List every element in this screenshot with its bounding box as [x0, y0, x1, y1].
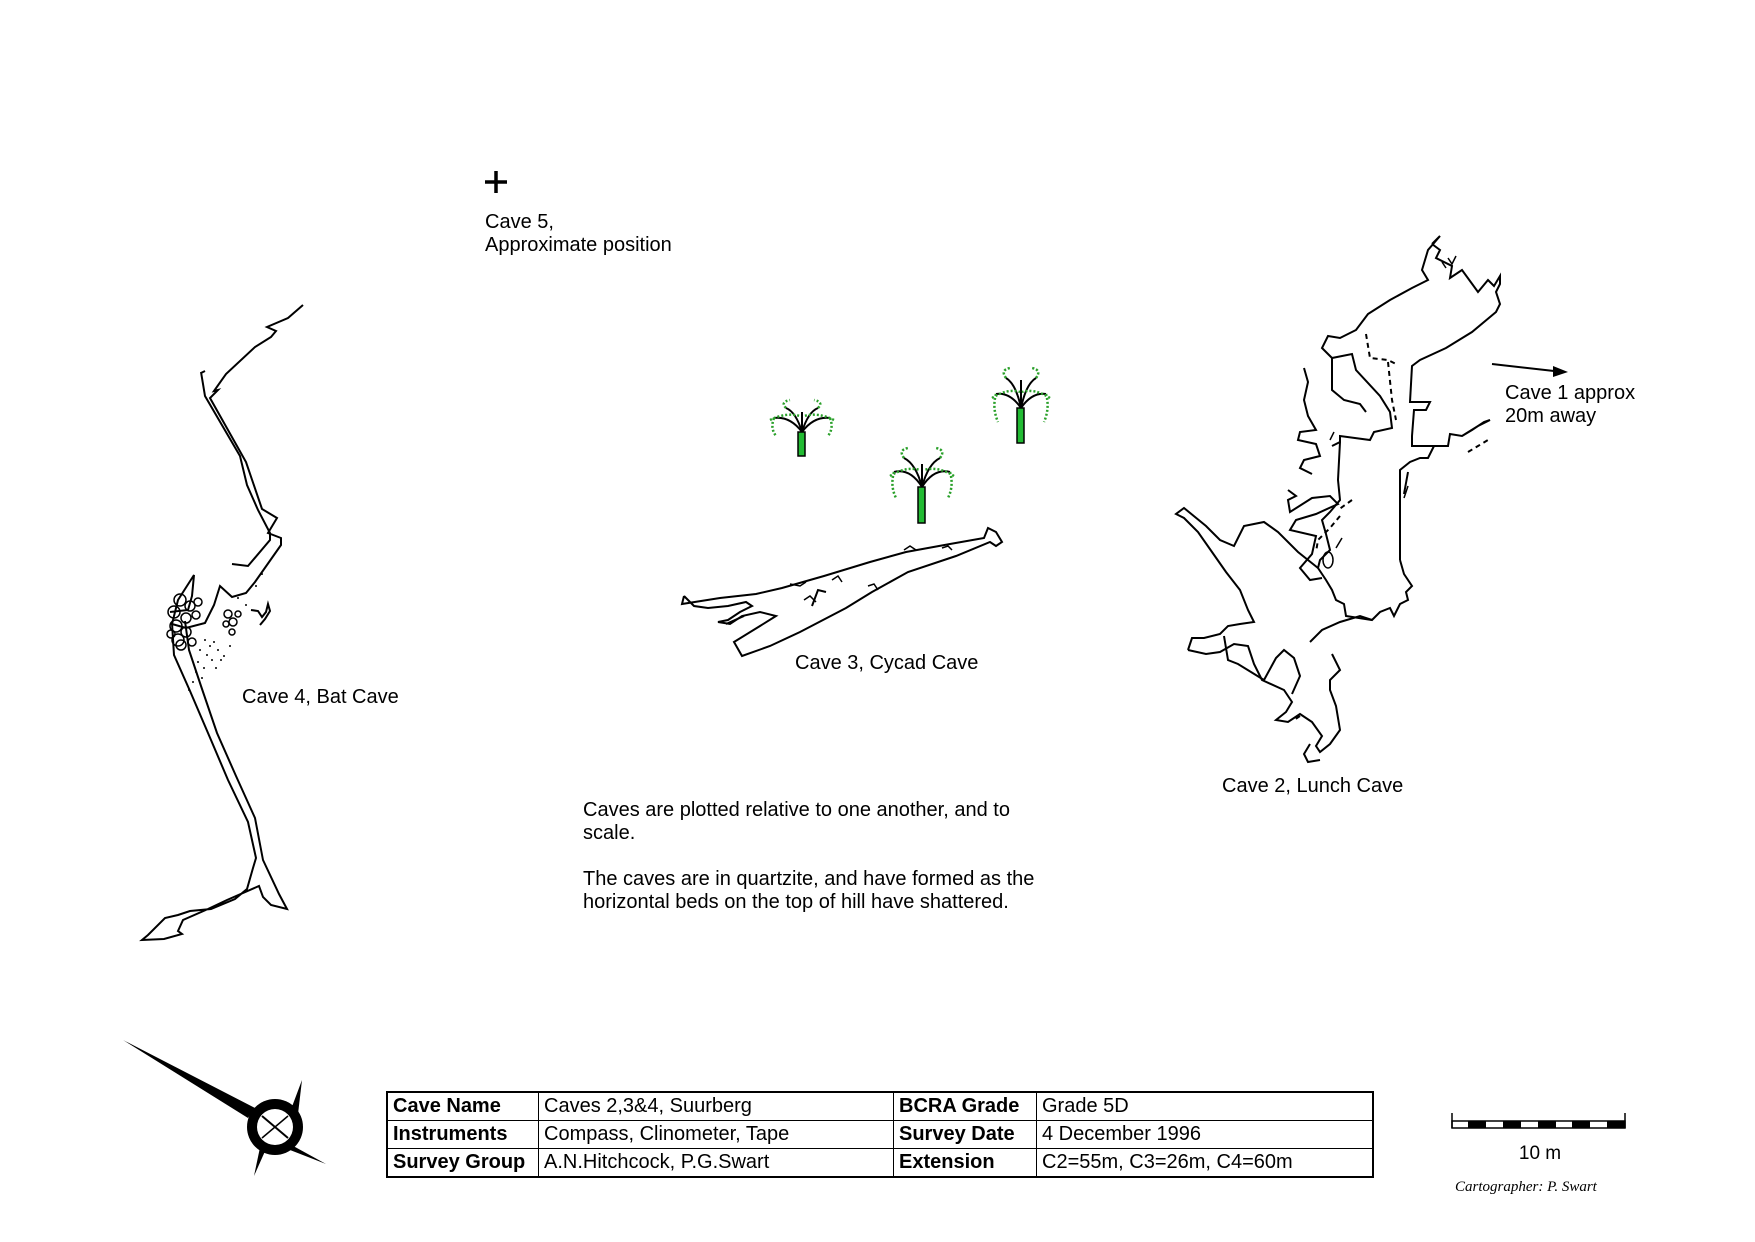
cave-2-passage: [1174, 235, 1502, 764]
cave-3-details: [789, 545, 953, 603]
cycad-icon: [889, 446, 955, 524]
scale-bar: [1451, 1113, 1626, 1129]
note-scale: Caves are plotted relative to one anothe…: [583, 799, 1010, 844]
survey-date-label: Survey Date: [893, 1120, 1037, 1149]
cave-position-cross-icon: [485, 171, 507, 193]
direction-arrow-icon: [1491, 363, 1568, 377]
cave-name-label: Cave Name: [386, 1091, 539, 1121]
table-row: Survey Group A.N.Hitchcock, P.G.Swart Ex…: [386, 1148, 1374, 1178]
cave-name-value: Caves 2,3&4, Suurberg: [538, 1091, 894, 1121]
survey-date-value: 4 December 1996: [1036, 1120, 1374, 1149]
table-row: Instruments Compass, Clinometer, Tape Su…: [386, 1120, 1374, 1149]
cave-5-label: Cave 5,: [485, 211, 554, 233]
table-row: Cave Name Caves 2,3&4, Suurberg BCRA Gra…: [386, 1091, 1374, 1121]
cave-1-label-line1: Cave 1 approx: [1505, 382, 1636, 404]
instruments-label: Instruments: [386, 1120, 539, 1149]
bcra-grade-value: Grade 5D: [1036, 1091, 1374, 1121]
survey-info-table: Cave Name Caves 2,3&4, Suurberg BCRA Gra…: [386, 1091, 1374, 1178]
cave-4-boulders: [166, 593, 242, 651]
extension-label: Extension: [893, 1148, 1037, 1178]
cycad-icon: [769, 398, 835, 457]
north-arrow-icon: [123, 1040, 326, 1176]
note-geology: The caves are in quartzite, and have for…: [583, 868, 1035, 913]
bcra-grade-label: BCRA Grade: [893, 1091, 1037, 1121]
survey-group-value: A.N.Hitchcock, P.G.Swart: [538, 1148, 894, 1178]
cave-4-passage: [139, 304, 304, 942]
cave-4-label: Cave 4, Bat Cave: [242, 686, 399, 708]
cave-2-details: [1322, 255, 1457, 569]
scale-bar-label: 10 m: [1518, 1143, 1562, 1164]
cave-3-passage: [680, 526, 1004, 658]
cave-5-sublabel: Approximate position: [485, 234, 672, 256]
survey-group-label: Survey Group: [386, 1148, 539, 1178]
cave-3-label: Cave 3, Cycad Cave: [795, 652, 979, 674]
cycad-icon: [991, 366, 1051, 444]
instruments-value: Compass, Clinometer, Tape: [538, 1120, 894, 1149]
cartographer-credit: Cartographer: P. Swart: [1455, 1179, 1597, 1195]
cave-1-label-line2: 20m away: [1505, 405, 1597, 427]
cave-4-sediment: [188, 573, 263, 691]
survey-notes: Caves are plotted relative to one anothe…: [583, 799, 1053, 937]
extension-value: C2=55m, C3=26m, C4=60m: [1036, 1148, 1374, 1178]
cave-2-dashed-passages: [1293, 333, 1489, 721]
cave-2-label: Cave 2, Lunch Cave: [1222, 775, 1404, 797]
